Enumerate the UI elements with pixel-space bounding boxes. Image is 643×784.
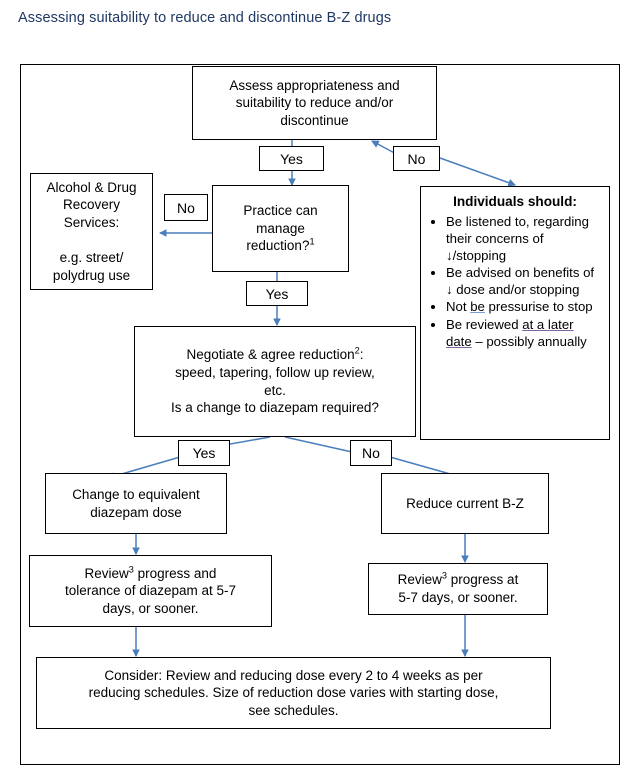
node-review-left: Review3 progress and tolerance of diazep… — [29, 555, 272, 627]
diagram-frame — [20, 64, 620, 765]
panel-bullet-2: Be advised on benefits of ↓ dose and/or … — [446, 264, 601, 298]
node-reduce-bz-line-1: Reduce current B-Z — [406, 495, 524, 511]
panel-heading: Individuals should: — [453, 194, 577, 209]
label-assess-yes-text: Yes — [280, 150, 303, 167]
node-reduce-bz: Reduce current B-Z — [381, 473, 549, 534]
node-negotiate: Negotiate & agree reduction2: speed, tap… — [134, 326, 416, 437]
node-negotiate-line-1: Negotiate & agree reduction2: — [186, 345, 364, 363]
label-negotiate-no-text: No — [362, 445, 380, 461]
label-practice-yes: Yes — [246, 281, 308, 306]
node-practice-line-1: Practice can — [243, 203, 318, 219]
node-review-right-line-1: Review3 progress at — [397, 570, 519, 588]
node-review-left-line-1: Review3 progress and — [84, 564, 217, 581]
label-negotiate-yes-text: Yes — [192, 445, 216, 461]
node-recovery-line-1: Alcohol & Drug — [46, 179, 137, 195]
label-practice-no: No — [164, 194, 208, 221]
node-recovery-line-3: Services: — [63, 214, 120, 230]
node-review-left-line-2: tolerance of diazepam at 5-7 — [64, 583, 237, 599]
node-assess-line-3: discontinue — [280, 112, 349, 128]
node-assess: Assess appropriateness and suitability t… — [192, 66, 437, 140]
node-negotiate-line-4: Is a change to diazepam required? — [171, 400, 379, 416]
panel-bullet-4: Be reviewed at a later date – possibly a… — [446, 316, 601, 350]
node-assess-line-2: suitability to reduce and/or — [235, 95, 394, 111]
spell-flag-at-a-later-date: at a later date — [446, 316, 574, 349]
node-consider-line-1: Consider: Review and reducing dose every… — [104, 667, 483, 683]
footnote-ref-2: 2 — [354, 345, 360, 356]
node-change-diazepam-line-2: diazepam dose — [90, 504, 182, 520]
node-consider-line-2: reducing schedules. Size of reduction do… — [88, 685, 499, 701]
node-consider-line-3: see schedules. — [248, 702, 339, 718]
panel-individuals-should: Individuals should: Be listened to, rega… — [420, 186, 610, 440]
label-negotiate-no: No — [350, 440, 392, 466]
node-practice-line-2: manage — [256, 220, 305, 236]
label-practice-yes-text: Yes — [265, 285, 289, 302]
node-negotiate-line-2: speed, tapering, follow up review, — [175, 364, 375, 380]
page-title: Assessing suitability to reduce and disc… — [18, 10, 392, 26]
node-recovery-line-4: e.g. street/ — [59, 250, 124, 266]
label-assess-no-text: No — [407, 150, 426, 167]
node-practice-manage: Practice can manage reduction?1 — [212, 185, 349, 272]
panel-bullet-3: Not be pressurise to stop — [446, 298, 601, 315]
label-assess-no: No — [393, 146, 440, 171]
node-review-left-line-3: days, or sooner. — [102, 600, 199, 616]
node-change-diazepam: Change to equivalent diazepam dose — [45, 473, 227, 534]
node-review-right: Review3 progress at 5-7 days, or sooner. — [368, 563, 548, 615]
grammar-flag-be: be — [470, 299, 485, 315]
node-review-right-line-2: 5-7 days, or sooner. — [398, 590, 518, 605]
panel-bullet-1: Be listened to, regarding their concerns… — [446, 213, 601, 264]
node-recovery-services: Alcohol & Drug Recovery Services: e.g. s… — [30, 173, 153, 290]
node-recovery-line-5: polydrug use — [52, 267, 131, 283]
footnote-ref-1: 1 — [309, 236, 315, 247]
node-change-diazepam-line-1: Change to equivalent — [72, 486, 200, 502]
node-recovery-line-2: Recovery — [62, 197, 120, 213]
node-negotiate-line-3: etc. — [264, 382, 286, 398]
label-negotiate-yes: Yes — [178, 440, 230, 466]
footnote-ref-3b: 3 — [441, 570, 448, 581]
label-practice-no-text: No — [177, 199, 195, 216]
node-practice-line-3: reduction?1 — [246, 236, 315, 254]
footnote-ref-3a: 3 — [128, 564, 134, 575]
panel-bullet-list: Be listened to, regarding their concerns… — [429, 213, 601, 350]
node-assess-line-1: Assess appropriateness and — [229, 77, 400, 93]
label-assess-yes: Yes — [259, 146, 324, 171]
node-consider: Consider: Review and reducing dose every… — [36, 657, 551, 729]
